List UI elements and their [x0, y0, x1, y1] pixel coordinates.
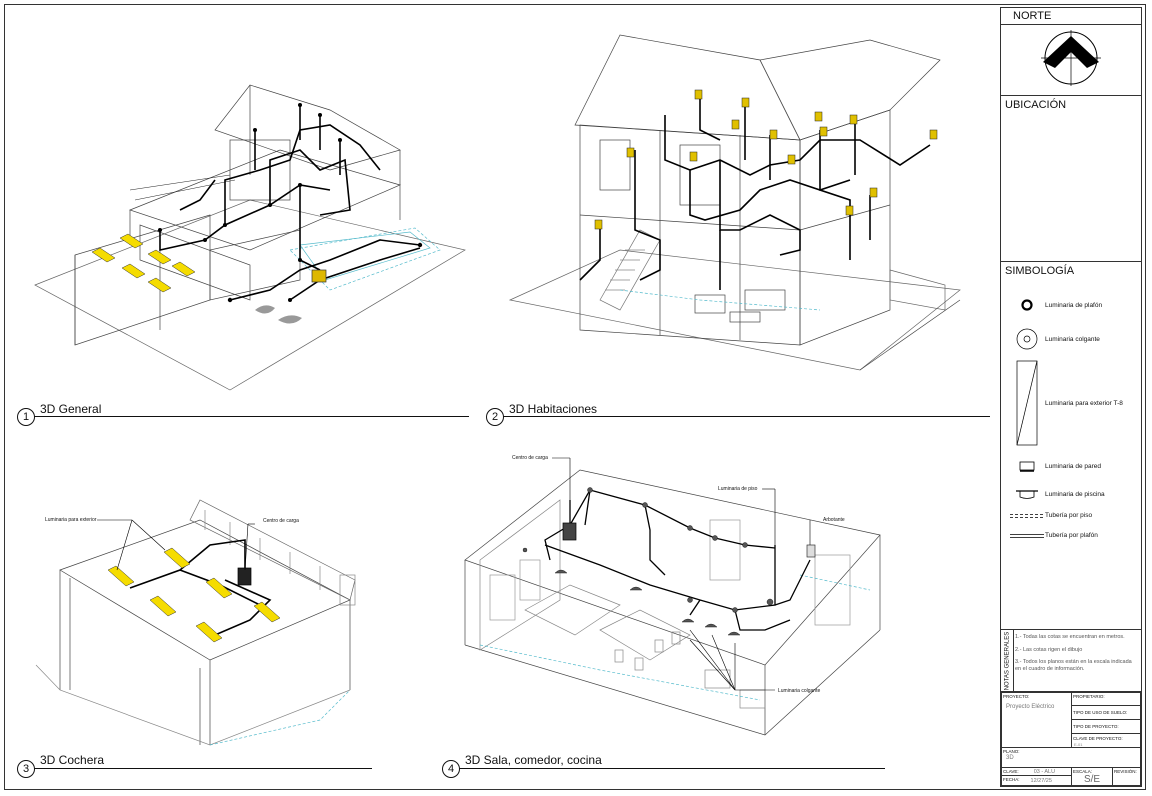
ceiling-pipe-icon [1009, 533, 1045, 539]
view-4-title-line [459, 768, 885, 769]
view-1-title-line [34, 416, 469, 417]
pendant-light-icon [1009, 328, 1045, 350]
fecha-cell: FECHA: 12/27/25 [1001, 775, 1072, 786]
north-arrow-icon [1041, 30, 1101, 86]
propietario-cell: PROPIETARIO: [1071, 692, 1141, 706]
tipo-proyecto-cell: TIPO DE PROYECTO: [1071, 719, 1141, 734]
note-3: 3.- Todos los planos están en la escala … [1015, 659, 1132, 672]
tipo-uso-cell: TIPO DE USO DE SUELO: [1071, 705, 1141, 720]
exterior-light-icon [1009, 360, 1045, 446]
view-3-number: 3 [17, 760, 35, 778]
fecha-value: 12/27/25 [1030, 778, 1052, 784]
revision-cell: REVISIÓN: [1112, 767, 1141, 786]
view-3-title-line [34, 768, 372, 769]
symbol-row: Luminaria de pared [1009, 460, 1101, 472]
callout-luminaria-piso: Luminaria de piso [718, 486, 758, 492]
note-2: 2.- Las cotas rigen el dibujo [1015, 646, 1083, 653]
notas-section: NOTAS GENERALES 1.- Todas las cotas se e… [1001, 630, 1141, 692]
pool-light-icon [1009, 488, 1045, 500]
plano-cell: PLANO: 3D [1001, 747, 1141, 768]
clave-proyecto-cell: CLAVE DE PROYECTO: E-01 [1071, 733, 1141, 748]
symbol-row: Luminaria de piscina [1009, 488, 1105, 500]
notas-title: NOTAS GENERALES [1004, 631, 1011, 690]
proyecto-cell: PROYECTO: Proyecto Eléctrico [1001, 692, 1072, 748]
callout-arbotante: Arbotante [823, 517, 845, 523]
note-1: 1.- Todas las cotas se encuentran en met… [1015, 634, 1125, 640]
wall-light-icon [1009, 460, 1045, 472]
callout-centro-carga-sala: Centro de carga [512, 455, 548, 461]
symbol-row: Luminaria de plafón [1009, 298, 1102, 312]
view-2-drawing [508, 34, 961, 371]
symbol-row: Tubería por piso [1009, 512, 1092, 519]
callout-luminaria-exterior: Luminaria para exterior [45, 517, 97, 523]
north-section: NORTE [1001, 8, 1141, 96]
view-4-drawing [464, 457, 881, 736]
view-3-drawing [35, 499, 356, 746]
symbol-row: Luminaria colgante [1009, 328, 1100, 350]
view-1-title: 3D General [40, 402, 102, 416]
view-2-title: 3D Habitaciones [509, 402, 598, 416]
view-2-number: 2 [486, 408, 504, 426]
simbologia-section: SIMBOLOGÍA Luminaria de plafón Luminaria… [1001, 262, 1141, 630]
escala-value: S/E [1083, 774, 1101, 785]
view-2-title-line [503, 416, 990, 417]
escala-cell: ESCALA: S/E [1071, 767, 1113, 786]
clave-value: 03 - ALU [1033, 769, 1056, 775]
callout-luminaria-colgante: Luminaria colgante [778, 688, 821, 694]
ceiling-light-icon [1009, 298, 1045, 312]
symbol-row: Luminaria para exterior T-8 [1009, 360, 1123, 446]
callout-centro-carga-cochera: Centro de carga [263, 518, 299, 524]
view-1-drawing [34, 84, 466, 391]
title-block: NORTE UBICACIÓN SIMBOLOGÍA Luminaria de … [1000, 7, 1142, 787]
ubicacion-section: UBICACIÓN [1001, 96, 1141, 262]
ubicacion-label: UBICACIÓN [1005, 99, 1067, 111]
view-1-number: 1 [17, 408, 35, 426]
floor-pipe-icon [1009, 513, 1045, 519]
sheet-frame [4, 4, 1146, 790]
proyecto-value: Proyecto Eléctrico [1006, 704, 1055, 710]
simbologia-label: SIMBOLOGÍA [1005, 265, 1075, 277]
view-3-title: 3D Cochera [40, 753, 105, 767]
view-4-number: 4 [442, 760, 460, 778]
symbol-row: Tubería por plafón [1009, 532, 1098, 539]
view-4-title: 3D Sala, comedor, cocina [465, 753, 602, 767]
north-label: NORTE [1001, 8, 1141, 25]
plano-value: 3D [1006, 755, 1014, 761]
